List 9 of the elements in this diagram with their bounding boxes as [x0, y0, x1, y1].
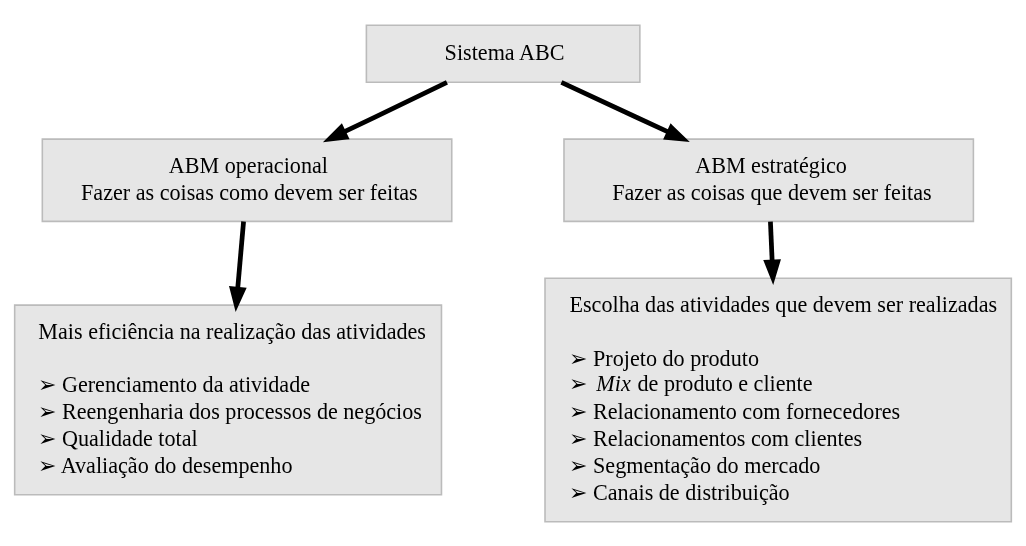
- node-box: Escolha das atividades que devem ser realizadas ➢ Projeto do produto ➢ Mix de produto e cliente ➢ Relacionamento com fornecedores ➢ Relacionamentos com clientes ➢ Segmentação do mercado ➢ Canais de distribuição: [544, 276, 1013, 522]
- node-box: ABM operacional Fazer as coisas como devem ser feitas: [41, 137, 453, 222]
- node-box: Mais eficiência na realização das atividades ➢ Gerenciamento da atividade ➢ Reengenharia dos processos de negócios ➢ Qualidade total ➢ Avaliação do desempenho: [13, 303, 443, 496]
- arrow: [229, 220, 247, 312]
- arrow: [322, 79, 448, 142]
- arrow: [763, 220, 781, 285]
- node-box: Sistema ABC: [365, 24, 641, 83]
- node-box: ABM estratégico Fazer as coisas que devem ser feitas: [563, 137, 975, 222]
- arrow: [560, 79, 690, 142]
